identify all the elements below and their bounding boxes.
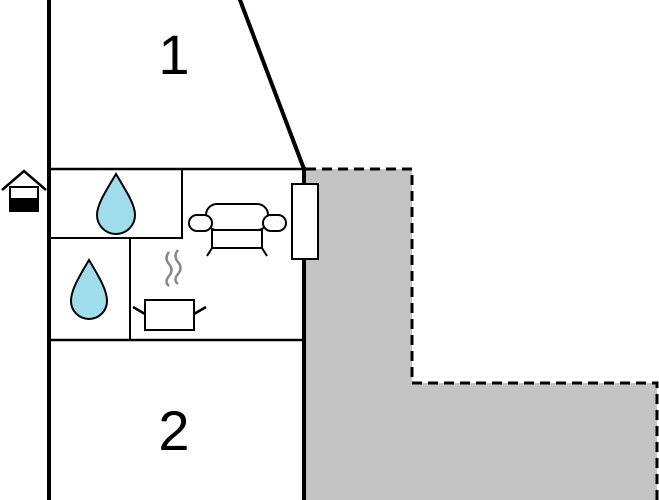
house-well-icon bbox=[1, 169, 47, 212]
water-drop-icon bbox=[69, 258, 109, 320]
room-label-2: 2 bbox=[158, 399, 189, 462]
walls bbox=[47, 0, 307, 500]
sofa-icon bbox=[188, 203, 287, 257]
cooking-pot-icon bbox=[132, 249, 207, 331]
window-door-icon bbox=[291, 183, 319, 260]
terrace-area bbox=[306, 169, 657, 500]
water-drop-icon bbox=[95, 172, 137, 235]
room-label-1: 1 bbox=[158, 23, 189, 86]
terrace-outline bbox=[306, 167, 659, 500]
wall-sloped-roof bbox=[237, 0, 307, 172]
